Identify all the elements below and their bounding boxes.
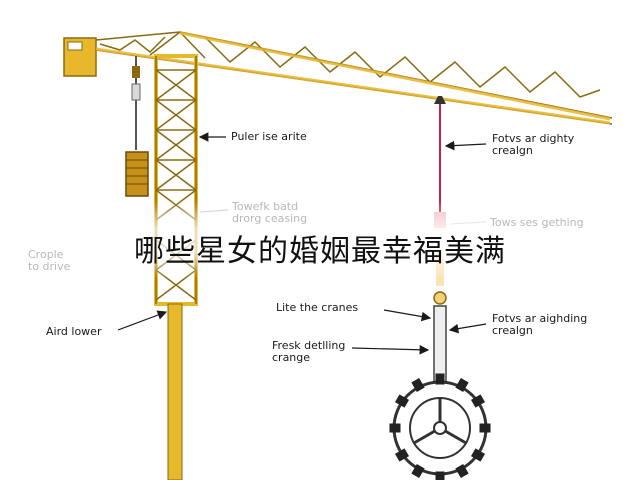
jib-truss bbox=[95, 31, 613, 125]
label-hook-top-line1: Fotvs ar dighty bbox=[492, 132, 575, 145]
label-faded-left-line2: to drive bbox=[28, 260, 71, 273]
label-faded-mid: Towefk batd drorg ceasing bbox=[232, 201, 307, 225]
label-fresk: Fresk detlling crange bbox=[272, 340, 345, 364]
label-hook-top: Fotvs ar dighty crealgn bbox=[492, 133, 574, 157]
label-fotvs-bottom-line1: Fotvs ar aighding bbox=[492, 312, 588, 325]
label-faded-mid-line2: drorg ceasing bbox=[232, 212, 308, 225]
hook-ring bbox=[433, 291, 447, 305]
label-faded-left: Crople to drive bbox=[28, 249, 70, 273]
counterweight-block bbox=[63, 37, 97, 77]
haze-band bbox=[0, 200, 640, 280]
label-fresk-line2: crange bbox=[272, 351, 311, 364]
label-faded-mid-line1: Towefk batd bbox=[232, 200, 299, 213]
label-hook-top-line2: crealgn bbox=[492, 144, 533, 157]
label-aird-lower: Aird lower bbox=[46, 325, 102, 338]
mast-base-pole bbox=[167, 303, 183, 480]
label-faded-left-line1: Crople bbox=[28, 248, 64, 261]
label-fotvs-bottom-line2: crealgn bbox=[492, 324, 533, 337]
rotating-wheel bbox=[389, 373, 491, 480]
label-tower: Puler ise arite bbox=[231, 130, 307, 143]
trolley bbox=[434, 96, 446, 104]
counterweight-hoist bbox=[125, 56, 149, 197]
label-fresk-line1: Fresk detlling bbox=[272, 339, 346, 352]
label-fotvs-bottom: Fotvs ar aighding crealgn bbox=[492, 313, 587, 337]
label-lite-cranes: Lite the cranes bbox=[276, 301, 359, 314]
leader-lines bbox=[117, 132, 487, 355]
label-faded-right: Tows ses gething bbox=[490, 216, 584, 229]
overlay-title: 哪些星女的婚姻最幸福美满 bbox=[134, 234, 506, 269]
jib-fill bbox=[95, 31, 611, 125]
